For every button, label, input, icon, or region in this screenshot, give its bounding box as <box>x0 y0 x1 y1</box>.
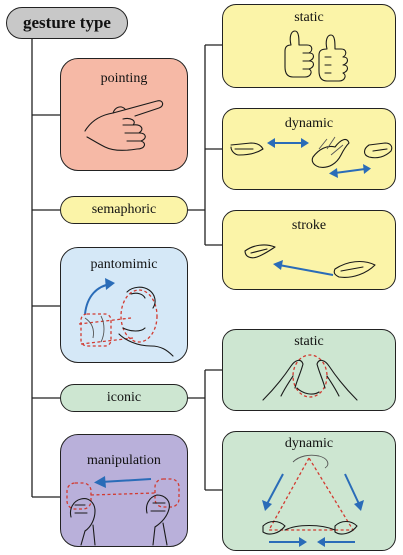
semaphoric-stroke-node: stroke <box>222 210 396 290</box>
dynamic-hands-illustration <box>230 136 393 178</box>
iconic-static-label: static <box>294 334 324 349</box>
iconic-node: iconic <box>60 384 188 412</box>
pointing-node: pointing <box>60 58 188 171</box>
iconic-static-hands-illustration <box>262 354 358 401</box>
semaphoric-static-label: static <box>294 10 324 25</box>
pantomimic-label: pantomimic <box>90 257 158 272</box>
stroke-hands-illustration <box>244 244 376 278</box>
pointing-label: pointing <box>100 71 148 86</box>
semaphoric-dynamic-label: dynamic <box>284 116 334 131</box>
gesture-type-root-node: gesture type <box>6 7 128 39</box>
semaphoric-static-node: static <box>222 4 396 88</box>
iconic-label: iconic <box>106 390 142 405</box>
semaphoric-label: semaphoric <box>91 202 157 217</box>
iconic-dynamic-triangle-illustration <box>262 454 364 547</box>
manipulation-label: manipulation <box>87 453 161 468</box>
manipulation-illustration <box>66 476 180 546</box>
semaphoric-dynamic-node: dynamic <box>222 108 396 190</box>
semaphoric-node: semaphoric <box>60 196 188 224</box>
iconic-static-node: static <box>222 329 396 411</box>
semaphoric-stroke-label: stroke <box>291 218 327 233</box>
pointing-hand-icon <box>84 100 164 151</box>
iconic-dynamic-node: dynamic <box>222 431 396 551</box>
pantomimic-node: pantomimic <box>60 247 188 363</box>
manipulation-node: manipulation <box>60 434 188 547</box>
iconic-dynamic-label: dynamic <box>284 436 334 451</box>
thumbs-up-hands-icon <box>284 30 349 82</box>
gesture-type-label: gesture type <box>23 13 111 32</box>
pantomimic-illustration <box>78 278 174 357</box>
